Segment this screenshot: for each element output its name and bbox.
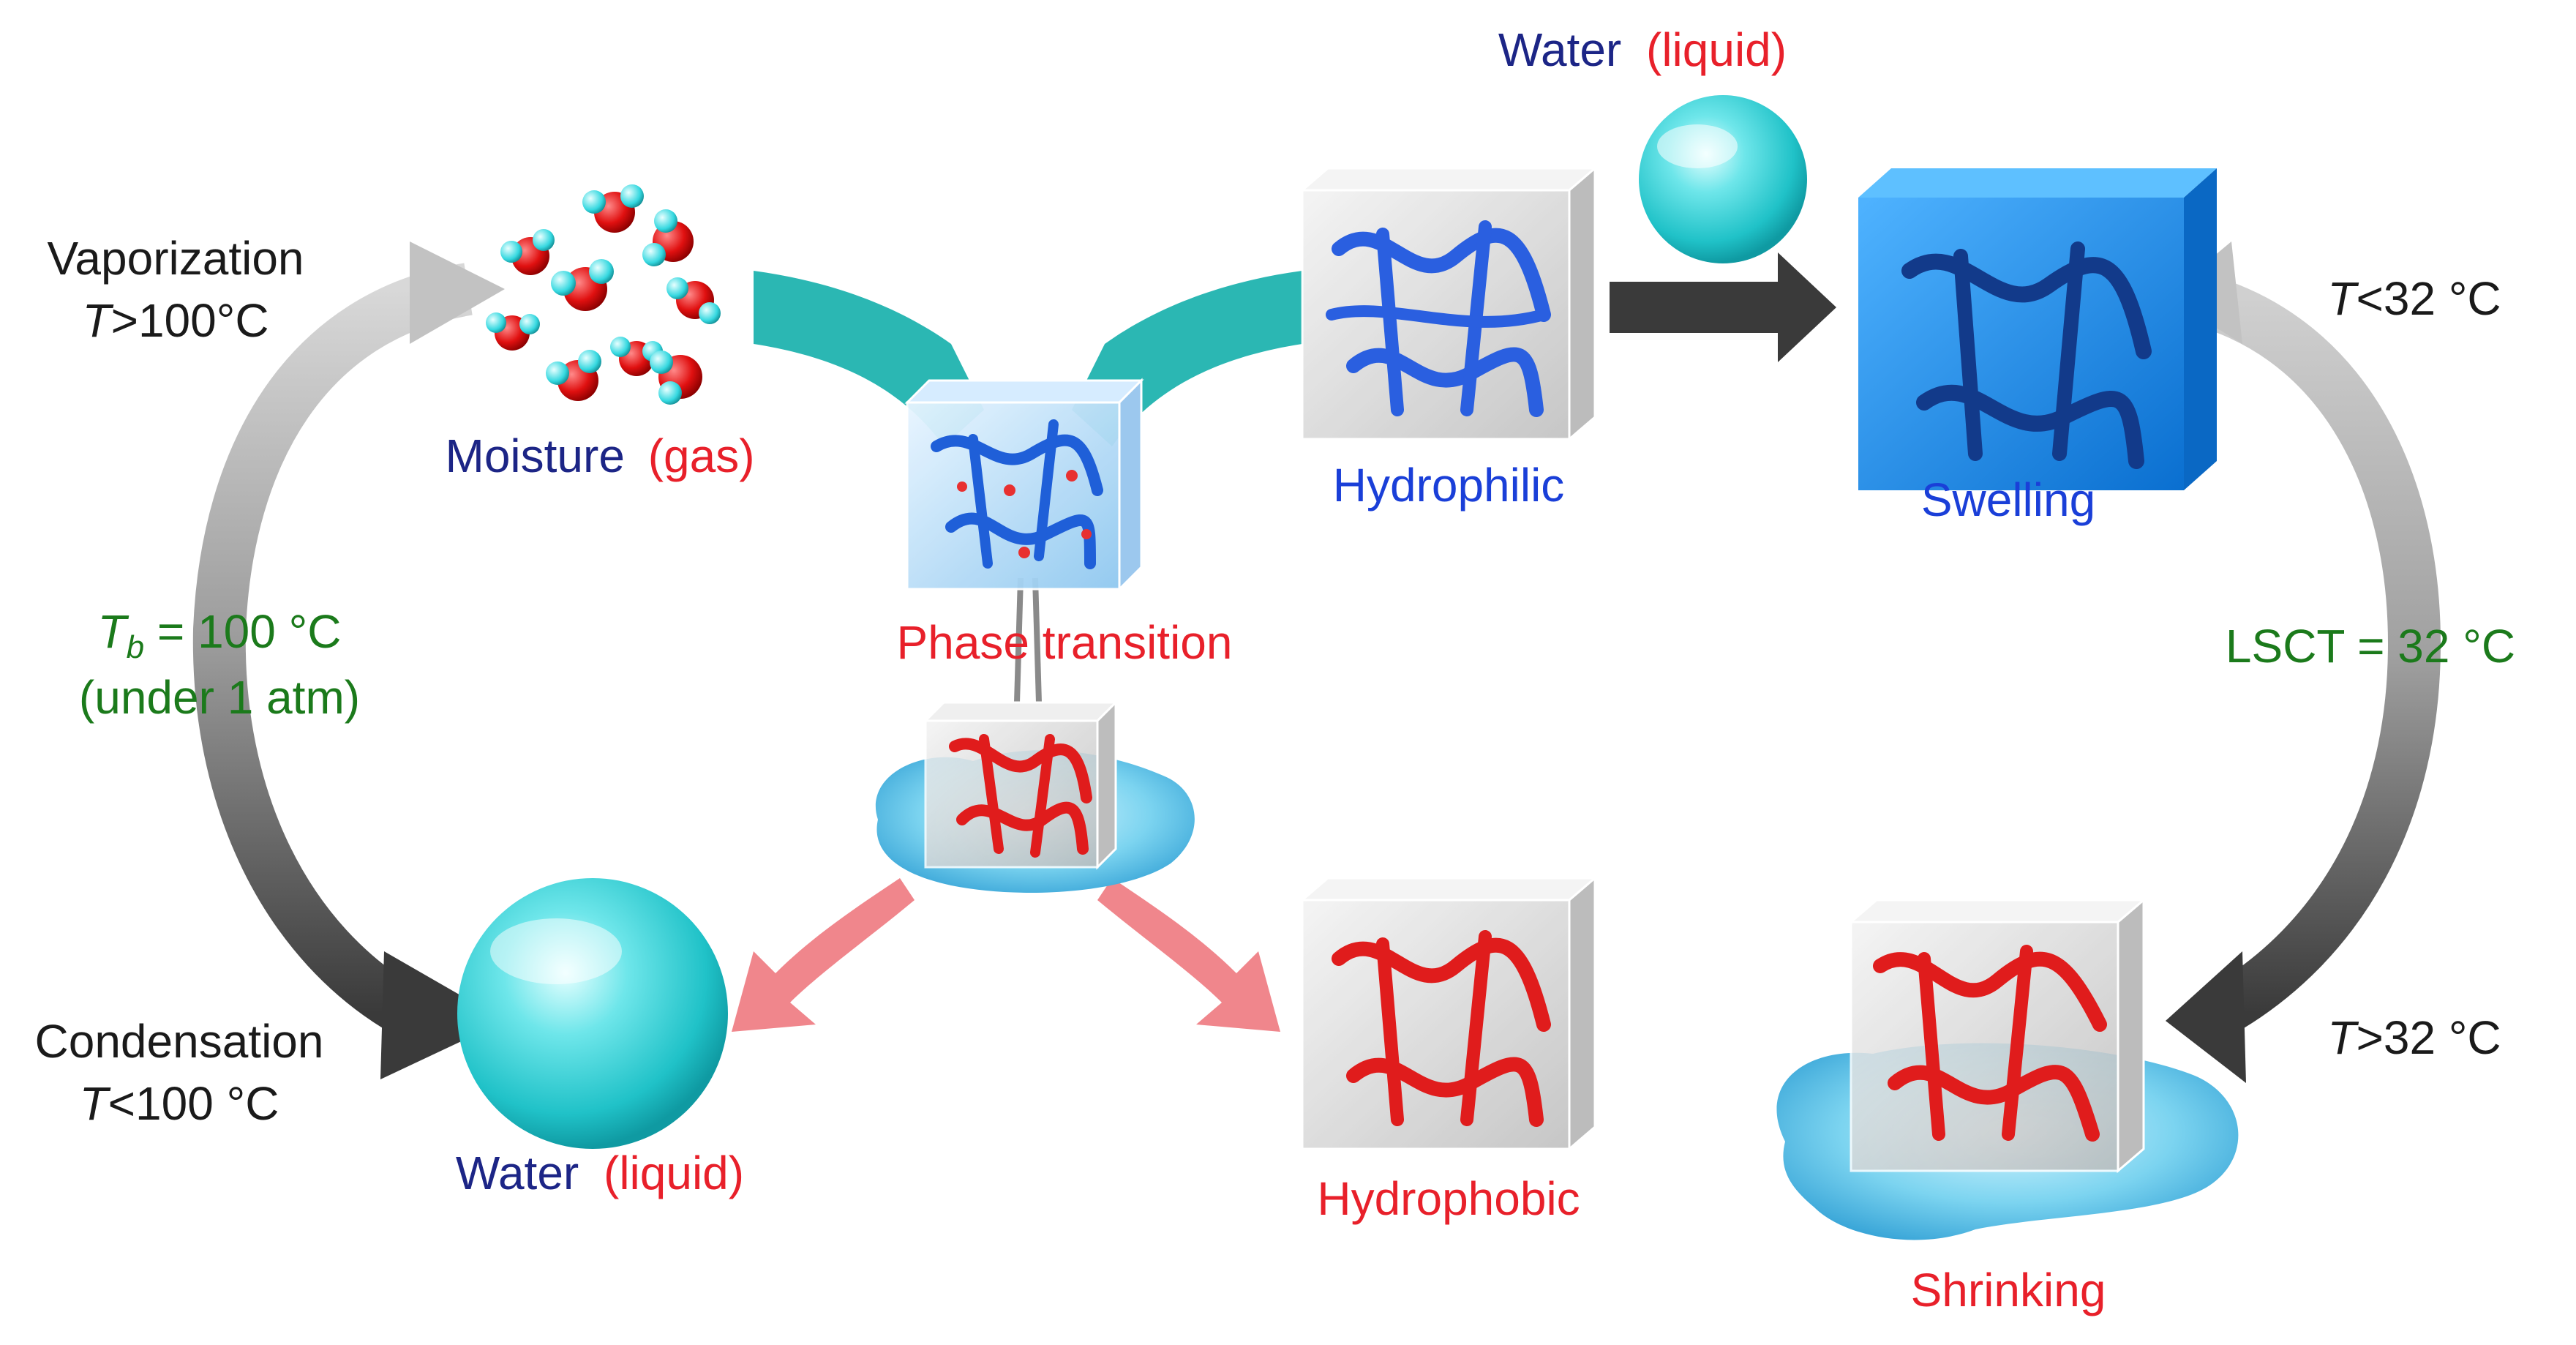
shrinking-label: Shrinking	[1911, 1264, 2106, 1316]
condensation-temp: T<100 °C	[80, 1077, 279, 1130]
above-lsct-temp: T>32 °C	[2327, 1011, 2501, 1064]
hydrophilic-label: Hydrophilic	[1333, 459, 1565, 512]
hydrogel-cube-icon	[904, 378, 1144, 592]
hydrogel-cube-icon	[923, 700, 1119, 870]
moisture-label: Moisture (gas)	[446, 430, 755, 482]
arrow-up-head	[410, 241, 505, 344]
arrow-icon	[732, 878, 915, 1032]
arrow-icon	[1097, 878, 1280, 1032]
boiling-point-label: Tb = 100 °C	[98, 605, 342, 665]
phase-transition-label: Phase transition	[897, 616, 1233, 669]
water-top-label: Water (liquid)	[1498, 23, 1787, 76]
water-bottom-label: Water (liquid)	[456, 1147, 744, 1199]
hydrogel-cube-icon	[1299, 165, 1599, 442]
water-droplet-icon	[457, 878, 728, 1149]
swelling-label: Swelling	[1921, 473, 2095, 526]
lsct-label: LSCT = 32 °C	[2226, 620, 2515, 672]
pink-arrows	[732, 878, 1280, 1032]
below-lsct-temp: T<32 °C	[2327, 272, 2501, 325]
hydrogel-cube-icon	[1847, 897, 2147, 1174]
vaporization-temp: T>100°C	[82, 294, 269, 347]
phase-transition-stalk	[1014, 577, 1042, 703]
hydrogel-cube-icon	[1299, 875, 1599, 1152]
arrow-icon	[192, 263, 473, 1037]
arrow-down-head	[380, 951, 505, 1079]
boiling-point-pressure: (under 1 atm)	[79, 671, 360, 724]
left-cycle-arrow	[192, 241, 505, 1079]
arrow-down-head	[2166, 951, 2246, 1083]
water-molecule-icon	[486, 184, 721, 405]
water-droplet-icon	[1639, 95, 1807, 263]
arrow-icon	[1610, 252, 1836, 362]
hydrogel-cube-icon	[1858, 168, 2217, 490]
hydrophobic-label: Hydrophobic	[1317, 1172, 1580, 1225]
condensation-label: Condensation	[35, 1015, 324, 1068]
arrow-icon	[2181, 270, 2441, 1037]
vaporization-label: Vaporization	[47, 232, 304, 285]
